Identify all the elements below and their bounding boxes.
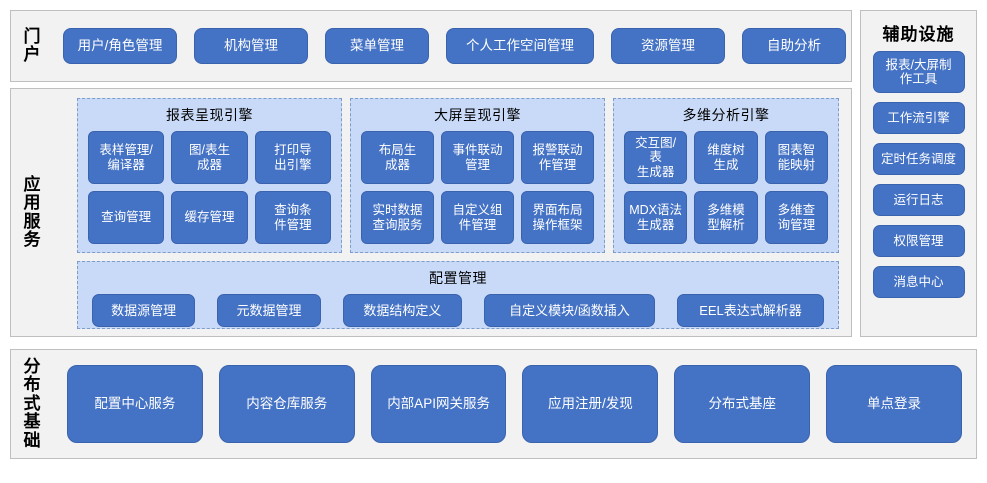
base-item-content-repository-service[interactable]: 内容仓库服务	[218, 365, 355, 443]
engine-group-large-screen-rendering-items: 布局生 成器 事件联动 管理 报警联动 作管理 实时数据 查询服务 自定义组 件…	[351, 131, 604, 254]
auxiliary-facilities-item-list: 报表/大屏制 作工具 工作流引擎 定时任务调度 运行日志 权限管理 消息中心	[861, 51, 976, 298]
distributed-base-section-label: 分布式基础	[11, 350, 53, 458]
engine-item-print-export-engine[interactable]: 打印导 出引擎	[254, 131, 331, 184]
engine-group-report-rendering-items: 表样管理/ 编译器 图/表生 成器 打印导 出引擎 查询管理 缓存管理 查询条 …	[78, 131, 341, 254]
engine-item-custom-component-management[interactable]: 自定义组 件管理	[441, 191, 514, 244]
application-services-section-label: 应用服务	[11, 89, 53, 336]
engine-item-interactive-chart-table-generator[interactable]: 交互图/表 生成器	[624, 131, 688, 184]
config-item-eel-expression-parser[interactable]: EEL表达式解析器	[676, 294, 825, 327]
distributed-base-section-label-text: 分布式基础	[23, 357, 41, 450]
auxiliary-facilities-section: 辅助设施 报表/大屏制 作工具 工作流引擎 定时任务调度 运行日志 权限管理 消…	[860, 10, 977, 337]
application-services-content: 报表呈现引擎 表样管理/ 编译器 图/表生 成器 打印导 出引擎 查询管理 缓存…	[77, 98, 839, 329]
engine-group-report-rendering-title: 报表呈现引擎	[166, 107, 253, 123]
engine-item-report-template-management-compiler[interactable]: 表样管理/ 编译器	[88, 131, 165, 184]
engine-item-event-linkage-management[interactable]: 事件联动 管理	[441, 131, 514, 184]
engine-item-query-management[interactable]: 查询管理	[88, 191, 165, 244]
aux-item-scheduled-task-scheduling[interactable]: 定时任务调度	[872, 143, 965, 175]
engine-item-dimension-tree-generation[interactable]: 维度树 生成	[694, 131, 758, 184]
engine-item-cache-management[interactable]: 缓存管理	[171, 191, 248, 244]
aux-item-message-center[interactable]: 消息中心	[872, 266, 965, 298]
configuration-management-items: 数据源管理 元数据管理 数据结构定义 自定义模块/函数插入 EEL表达式解析器	[78, 294, 838, 327]
engine-item-ui-layout-operation-framework[interactable]: 界面布局 操作框架	[521, 191, 594, 244]
portal-section-label-text: 门户	[23, 26, 41, 64]
engine-item-multidimensional-model-parsing[interactable]: 多维模 型解析	[694, 191, 758, 244]
engine-group-multidimensional-analysis: 多维分析引擎 交互图/表 生成器 维度树 生成 图表智 能映射 MDX语法 生成…	[613, 98, 839, 253]
portal-item-menu-management[interactable]: 菜单管理	[325, 28, 429, 64]
application-services-section-label-text: 应用服务	[23, 174, 41, 249]
config-item-datasource-management[interactable]: 数据源管理	[92, 294, 196, 327]
engine-item-multidimensional-query-management[interactable]: 多维查 询管理	[764, 191, 828, 244]
configuration-management-group: 配置管理 数据源管理 元数据管理 数据结构定义 自定义模块/函数插入 EEL表达…	[77, 261, 839, 329]
base-item-internal-api-gateway-service[interactable]: 内部API网关服务	[370, 365, 507, 443]
engine-group-large-screen-rendering-title: 大屏呈现引擎	[434, 107, 521, 123]
portal-item-user-role-management[interactable]: 用户/角色管理	[63, 28, 177, 64]
engine-item-realtime-data-query-service[interactable]: 实时数据 查询服务	[361, 191, 434, 244]
aux-item-report-dashboard-authoring-tool[interactable]: 报表/大屏制 作工具	[872, 51, 965, 93]
portal-item-list: 用户/角色管理 机构管理 菜单管理 个人工作空间管理 资源管理 自助分析	[63, 11, 846, 81]
engine-group-multidimensional-analysis-title: 多维分析引擎	[682, 107, 770, 123]
base-item-distributed-foundation[interactable]: 分布式基座	[674, 365, 811, 443]
engine-item-mdx-syntax-generator[interactable]: MDX语法 生成器	[624, 191, 688, 244]
config-item-metadata-management[interactable]: 元数据管理	[217, 294, 321, 327]
portal-item-resource-management[interactable]: 资源管理	[611, 28, 725, 64]
aux-item-workflow-engine[interactable]: 工作流引擎	[872, 102, 965, 134]
engine-group-report-rendering: 报表呈现引擎 表样管理/ 编译器 图/表生 成器 打印导 出引擎 查询管理 缓存…	[77, 98, 342, 253]
config-item-data-structure-definition[interactable]: 数据结构定义	[342, 294, 463, 327]
engine-item-alarm-linkage-action-management[interactable]: 报警联动 作管理	[521, 131, 594, 184]
application-services-section: 应用服务 报表呈现引擎 表样管理/ 编译器 图/表生 成器 打印导 出引擎 查询…	[10, 88, 852, 337]
distributed-base-item-list: 配置中心服务 内容仓库服务 内部API网关服务 应用注册/发现 分布式基座 单点…	[67, 350, 962, 458]
auxiliary-facilities-title: 辅助设施	[882, 25, 955, 44]
engine-item-query-condition-management[interactable]: 查询条 件管理	[254, 191, 331, 244]
aux-item-permission-management[interactable]: 权限管理	[872, 225, 965, 257]
engine-item-chart-smart-mapping[interactable]: 图表智 能映射	[764, 131, 828, 184]
portal-item-personal-workspace-management[interactable]: 个人工作空间管理	[446, 28, 594, 64]
config-item-custom-module-function-insertion[interactable]: 自定义模块/函数插入	[484, 294, 655, 327]
portal-section: 门户 用户/角色管理 机构管理 菜单管理 个人工作空间管理 资源管理 自助分析	[10, 10, 852, 82]
portal-item-self-service-analysis[interactable]: 自助分析	[742, 28, 846, 64]
engine-group-multidimensional-analysis-items: 交互图/表 生成器 维度树 生成 图表智 能映射 MDX语法 生成器 多维模 型…	[614, 131, 838, 254]
distributed-base-section: 分布式基础 配置中心服务 内容仓库服务 内部API网关服务 应用注册/发现 分布…	[10, 349, 977, 459]
portal-section-label: 门户	[11, 11, 53, 81]
configuration-management-title: 配置管理	[429, 270, 487, 286]
base-item-application-registry-discovery[interactable]: 应用注册/发现	[522, 365, 659, 443]
aux-item-runtime-log[interactable]: 运行日志	[872, 184, 965, 216]
engine-group-large-screen-rendering: 大屏呈现引擎 布局生 成器 事件联动 管理 报警联动 作管理 实时数据 查询服务…	[350, 98, 605, 253]
engine-item-layout-generator[interactable]: 布局生 成器	[361, 131, 434, 184]
engine-item-chart-table-generator[interactable]: 图/表生 成器	[171, 131, 248, 184]
base-item-single-sign-on[interactable]: 单点登录	[826, 365, 962, 443]
portal-item-organization-management[interactable]: 机构管理	[194, 28, 308, 64]
base-item-configuration-center-service[interactable]: 配置中心服务	[67, 365, 203, 443]
